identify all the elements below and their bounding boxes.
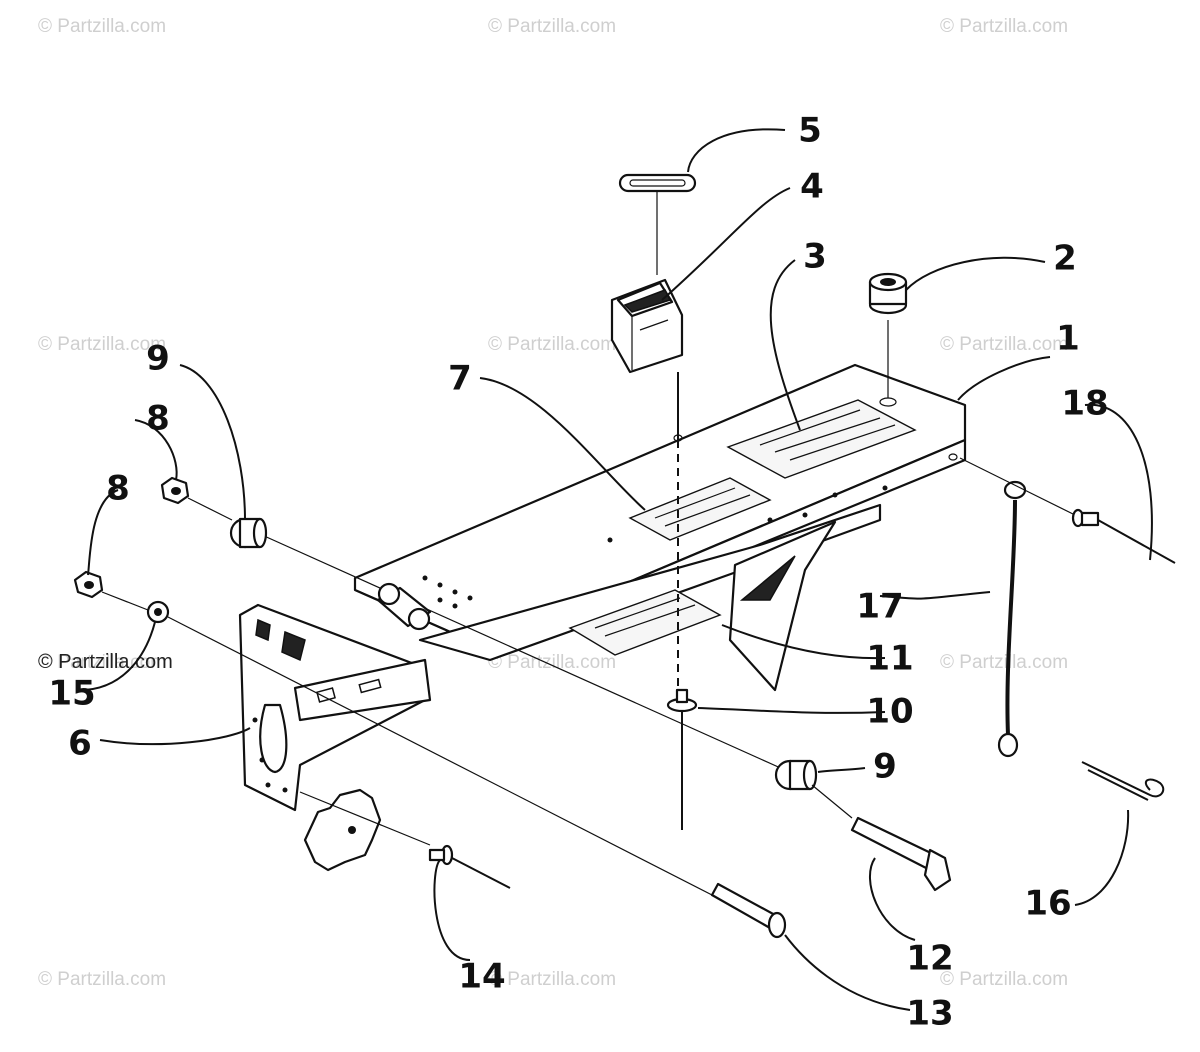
callout-12: 12: [906, 939, 953, 979]
watermark: © Partzilla.com: [488, 16, 616, 37]
fastener-right: [959, 457, 1176, 564]
watermarks: © Partzilla.com © Partzilla.com © Partzi…: [38, 16, 1068, 990]
main-panel: [353, 363, 967, 692]
watermark: © Partzilla.com: [488, 969, 616, 990]
rivet-14: [428, 844, 511, 889]
callout-14: 14: [458, 957, 505, 997]
sprocket-plate: [303, 788, 382, 872]
callout-9-lower: 9: [873, 747, 897, 787]
decal-3: [726, 399, 917, 479]
strap: [997, 480, 1027, 758]
callout-17: 17: [856, 587, 903, 627]
watermark: © Partzilla.com: [940, 334, 1068, 355]
leader-lines: [79, 128, 1153, 1011]
callout-18: 18: [1061, 384, 1108, 424]
watermark: © Partzilla.com: [488, 652, 616, 673]
callout-7: 7: [448, 359, 472, 399]
watermark-dark: © Partzilla.com: [38, 651, 173, 673]
callout-1: 1: [1056, 319, 1080, 359]
bolt-12: [811, 784, 952, 892]
decal-7: [628, 477, 772, 541]
watermark: © Partzilla.com: [38, 334, 166, 355]
washer-15: [146, 600, 170, 624]
callouts: 5 4 3 2 1 18 7 9 8 8 15 6 17 11 10 9 16 …: [48, 111, 1108, 1034]
grommet: [868, 272, 908, 315]
nut-8b: [73, 570, 104, 599]
latch-clip: [610, 278, 684, 374]
watermark: © Partzilla.com: [940, 969, 1068, 990]
nut-8a: [160, 476, 190, 505]
spacer-9a: [229, 517, 268, 549]
callout-5: 5: [798, 111, 822, 151]
slot-trim: [618, 173, 697, 193]
callout-9-upper: 9: [146, 339, 170, 379]
callout-3: 3: [803, 237, 827, 277]
callout-13: 13: [906, 994, 953, 1034]
watermark: © Partzilla.com: [488, 334, 616, 355]
pin: [666, 688, 698, 830]
spacer-9b: [774, 759, 818, 791]
callout-15: 15: [48, 674, 95, 714]
callout-11: 11: [866, 639, 913, 679]
watermark: © Partzilla.com: [940, 16, 1068, 37]
screw-13: [710, 882, 787, 939]
bracket-plate: [238, 603, 432, 812]
callout-10: 10: [866, 692, 913, 732]
watermark: © Partzilla.com: [38, 969, 166, 990]
callout-4: 4: [800, 167, 824, 207]
callout-8-upper: 8: [146, 399, 170, 439]
watermark: © Partzilla.com: [38, 16, 166, 37]
callout-6: 6: [68, 724, 92, 764]
hitch-pin-clip: [1081, 761, 1165, 801]
callout-2: 2: [1053, 239, 1077, 279]
watermark: © Partzilla.com: [38, 652, 166, 673]
callout-16: 16: [1024, 884, 1071, 924]
watermark: © Partzilla.com: [940, 652, 1068, 673]
spacer-tube: [376, 582, 432, 631]
callout-8-lower: 8: [106, 469, 130, 509]
